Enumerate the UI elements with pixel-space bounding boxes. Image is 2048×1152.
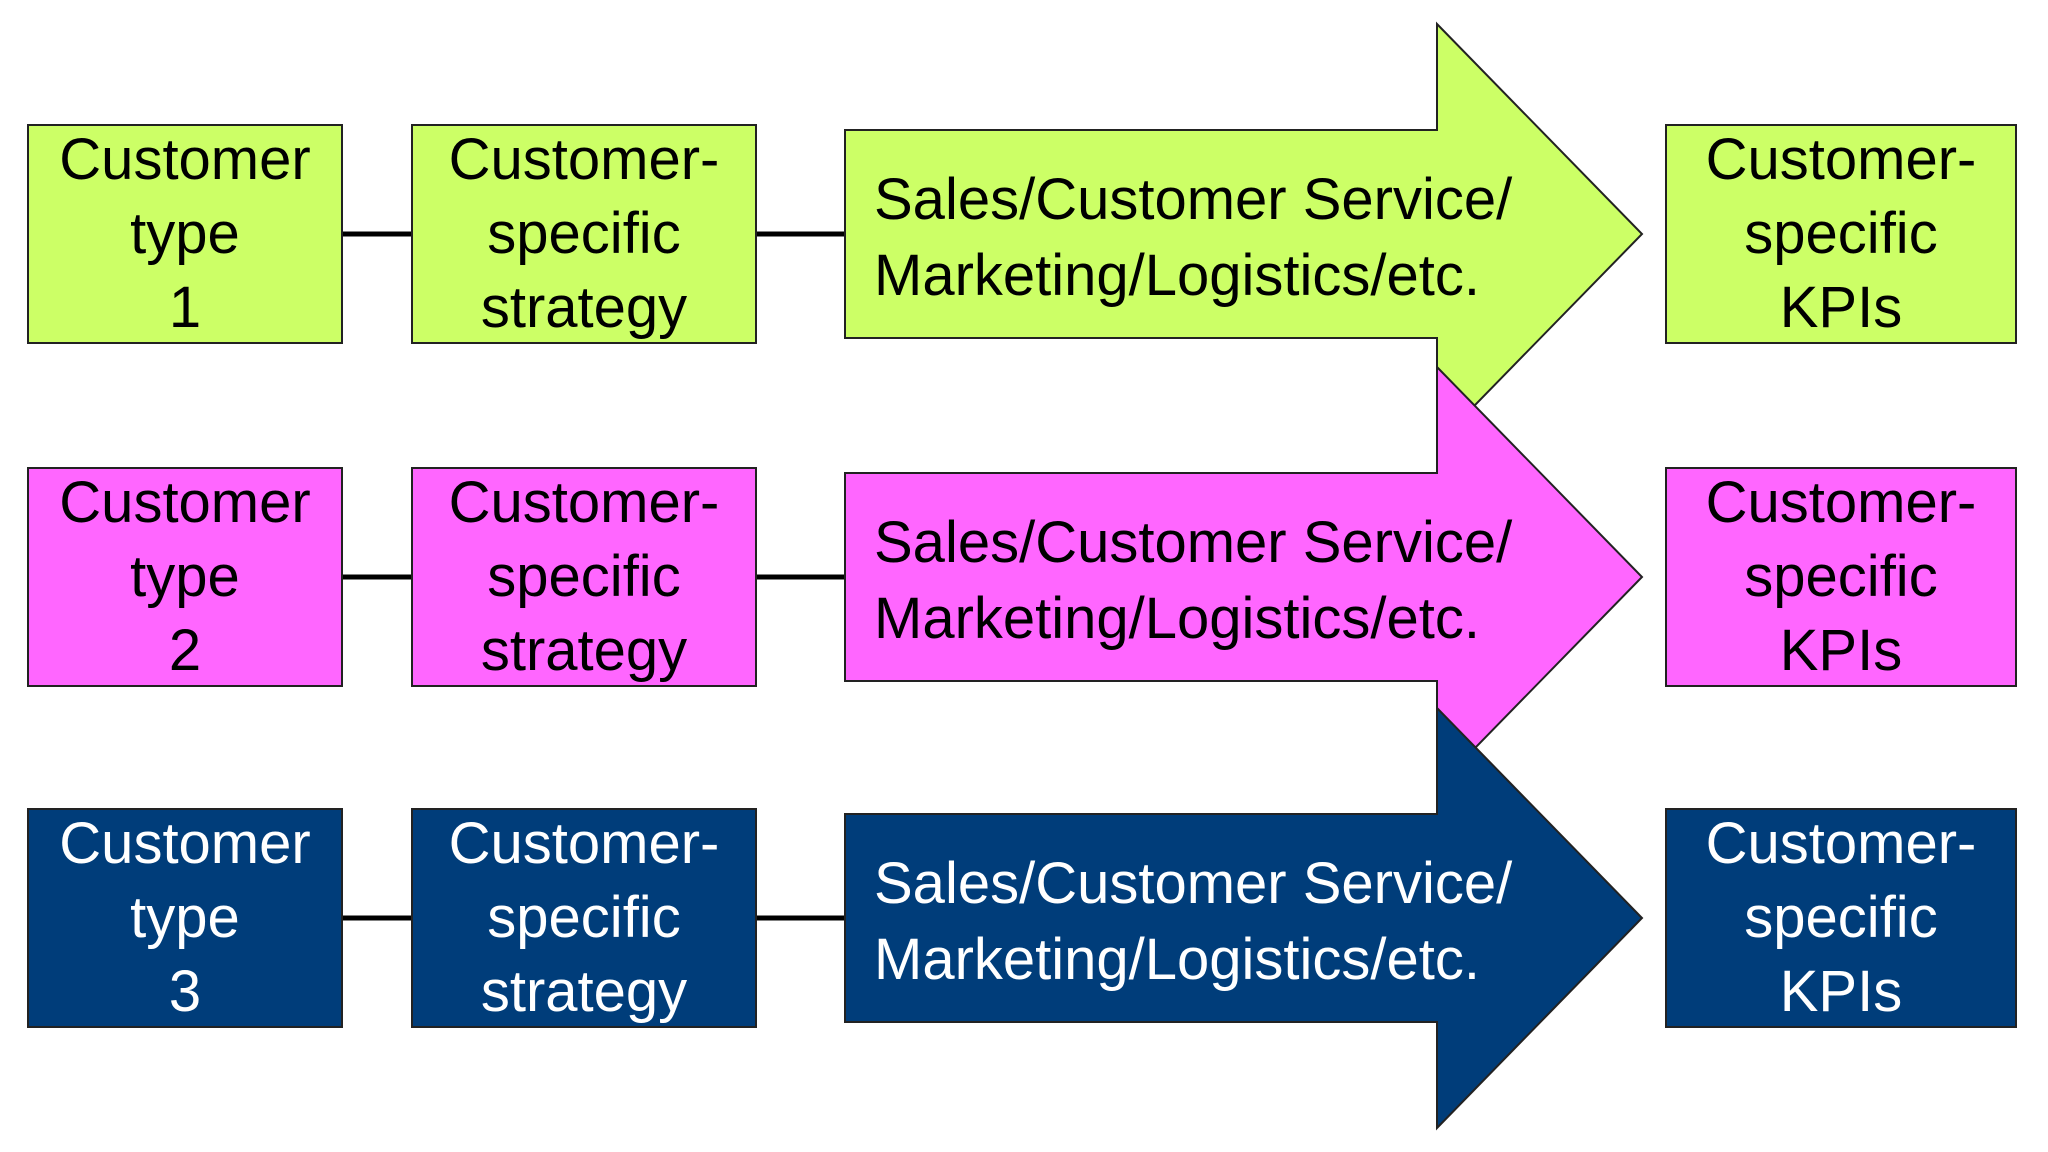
kpis-1-line-1: Customer- [1705, 127, 1977, 192]
strategy-1-line-3: strategy [480, 275, 688, 340]
functions-1-line-1: Sales/Customer Service/ [874, 167, 1513, 232]
kpis-box-1: Customer- specific KPIs [1665, 124, 2017, 344]
customer-type-3-line-1: Customer [59, 811, 311, 876]
strategy-box-1: Customer- specific strategy [411, 124, 757, 344]
customer-type-box-2: Customer type 2 [27, 467, 343, 687]
process-arrow-1 [844, 21, 1644, 447]
customer-type-3-line-2: type [130, 885, 240, 950]
strategy-3-line-1: Customer- [448, 811, 720, 876]
strategy-1-line-2: specific [487, 201, 681, 266]
customer-type-2-line-2: type [130, 544, 240, 609]
functions-2-line-2: Marketing/Logistics/etc. [874, 586, 1481, 651]
strategy-2-line-3: strategy [480, 618, 688, 683]
customer-type-1-line-2: type [130, 201, 240, 266]
customer-type-box-3: Customer type 3 [27, 808, 343, 1028]
functions-1-line-2: Marketing/Logistics/etc. [874, 243, 1481, 308]
kpis-1-line-3: KPIs [1779, 275, 1903, 340]
functions-label-3: Sales/Customer Service/ Marketing/Logist… [874, 846, 1512, 998]
customer-type-2-line-1: Customer [59, 470, 311, 535]
strategy-3-line-2: specific [487, 885, 681, 950]
process-arrow-2 [844, 364, 1644, 790]
kpis-box-3: Customer- specific KPIs [1665, 808, 2017, 1028]
functions-2-line-1: Sales/Customer Service/ [874, 510, 1513, 575]
functions-3-line-2: Marketing/Logistics/etc. [874, 927, 1481, 992]
kpis-2-line-3: KPIs [1779, 618, 1903, 683]
customer-type-1-line-1: Customer [59, 127, 311, 192]
process-arrow-3 [844, 705, 1644, 1131]
kpis-3-line-2: specific [1744, 885, 1938, 950]
kpis-2-line-2: specific [1744, 544, 1938, 609]
kpis-box-2: Customer- specific KPIs [1665, 467, 2017, 687]
customer-type-1-line-3: 1 [168, 275, 202, 340]
kpis-2-line-1: Customer- [1705, 470, 1977, 535]
customer-type-2-line-3: 2 [168, 618, 202, 683]
strategy-box-3: Customer- specific strategy [411, 808, 757, 1028]
functions-3-line-1: Sales/Customer Service/ [874, 851, 1513, 916]
customer-type-3-line-3: 3 [168, 959, 202, 1024]
strategy-2-line-2: specific [487, 544, 681, 609]
functions-label-2: Sales/Customer Service/ Marketing/Logist… [874, 505, 1512, 657]
strategy-box-2: Customer- specific strategy [411, 467, 757, 687]
kpis-3-line-3: KPIs [1779, 959, 1903, 1024]
customer-type-box-1: Customer type 1 [27, 124, 343, 344]
kpis-3-line-1: Customer- [1705, 811, 1977, 876]
functions-label-1: Sales/Customer Service/ Marketing/Logist… [874, 162, 1512, 314]
kpis-1-line-2: specific [1744, 201, 1938, 266]
strategy-3-line-3: strategy [480, 959, 688, 1024]
strategy-1-line-1: Customer- [448, 127, 720, 192]
strategy-2-line-1: Customer- [448, 470, 720, 535]
